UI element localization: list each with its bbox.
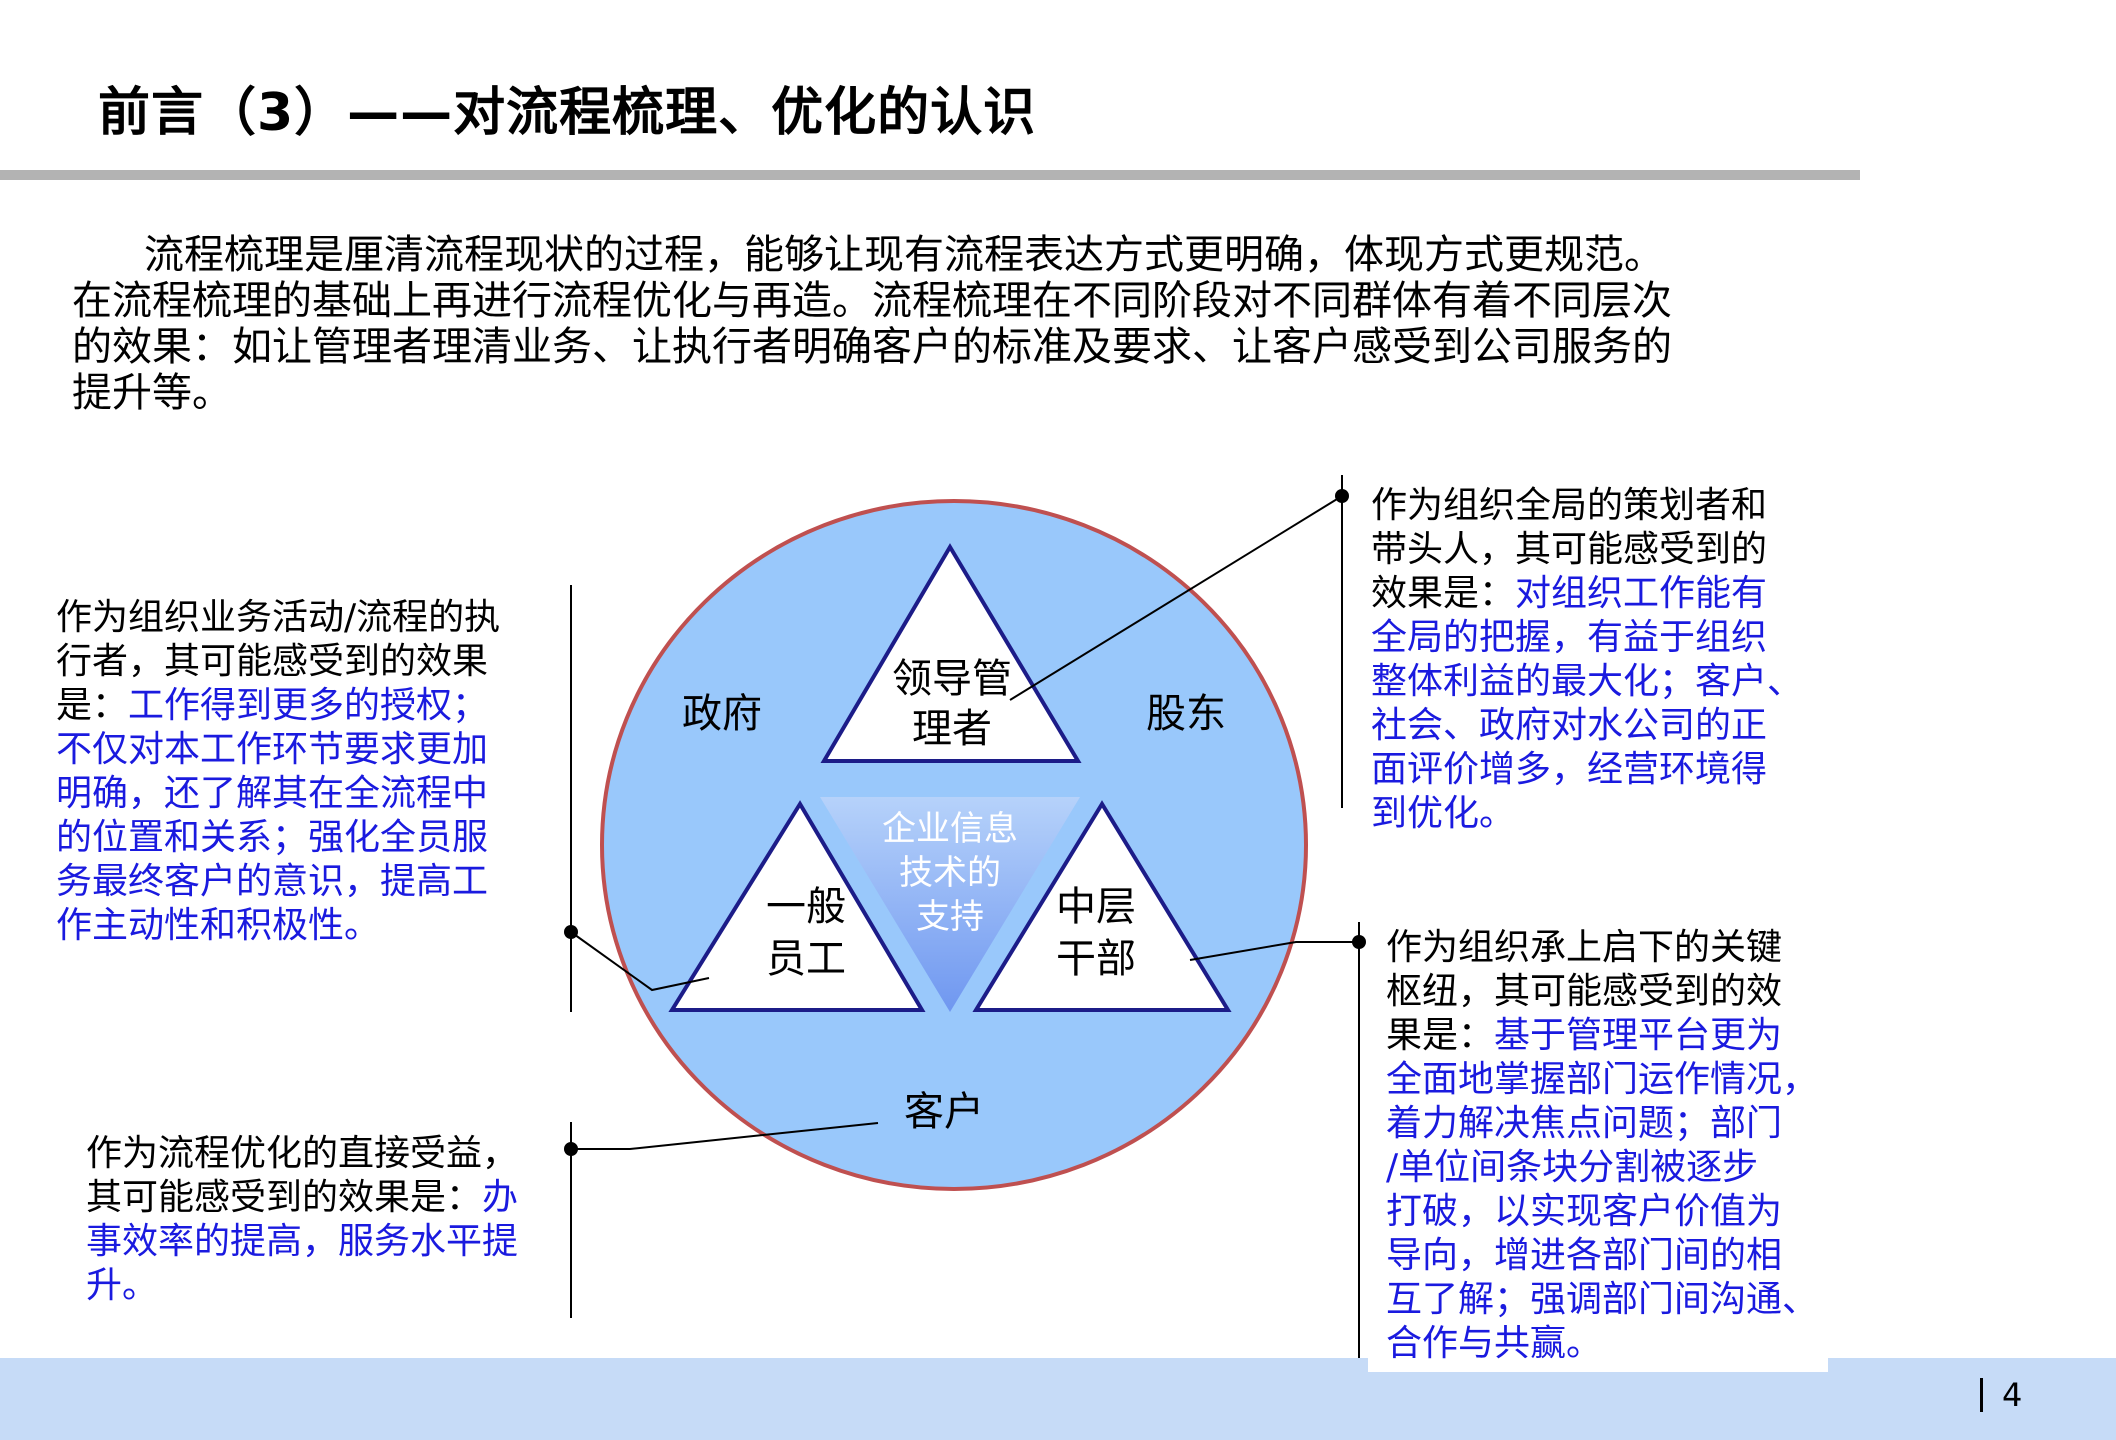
note-customer-line-4: 升。 (86, 1265, 159, 1306)
page-number: 4 (2002, 1376, 2023, 1414)
note-middle-line-3-hl: 基于管理平台更为 (1494, 1015, 1783, 1056)
intro-line-4: 提升等。 (72, 370, 232, 416)
note-leader-line-1: 作为组织全局的策划者和 (1371, 485, 1768, 526)
intro-paragraph: 流程梳理是厘清流程现状的过程，能够让现有流程表达方式更明确，体现方式更规范。 在… (72, 232, 1792, 416)
note-leader-line-4: 全局的把握，有益于组织 (1371, 617, 1768, 658)
note-middle-line-10: 合作与共赢。 (1386, 1323, 1603, 1364)
note-customer: 作为流程优化的直接受益， 其可能感受到的效果是：办 事效率的提高，服务水平提 升… (86, 1132, 518, 1308)
label-customers: 客户 (904, 1089, 984, 1135)
note-leader-line-3-hl: 对组织工作能有 (1515, 573, 1768, 614)
note-executor-line-2: 行者，其可能感受到的效果 (56, 641, 489, 682)
triangle-middle (972, 800, 1232, 1012)
note-middle-line-2: 枢纽，其可能感受到的效 (1386, 971, 1783, 1012)
connector-middle-dot (1352, 935, 1366, 949)
note-leader-line-5: 整体利益的最大化；客户、 (1371, 661, 1804, 702)
triangle-leaders (820, 543, 1082, 763)
note-customer-line-2-plain: 其可能感受到的效果是： (86, 1177, 483, 1218)
note-executor-line-7: 务最终客户的意识，提高工 (56, 861, 489, 902)
connector-customer-dot (564, 1142, 578, 1156)
page-number-separator (1980, 1378, 1983, 1412)
connector-staff (570, 931, 710, 992)
label-middle-1: 中层 (1056, 884, 1136, 930)
note-leader-line-8: 到优化。 (1371, 793, 1516, 834)
intro-line-3: 的效果：如让管理者理清业务、让执行者明确客户的标准及要求、让客户感受到公司服务的 (72, 324, 1672, 370)
connector-customer (571, 1122, 879, 1150)
label-center-1: 企业信息 (882, 809, 1018, 849)
title-divider (0, 170, 1860, 180)
note-customer-line-3: 事效率的提高，服务水平提 (86, 1221, 519, 1262)
note-leader-line-7: 面评价增多，经营环境得 (1371, 749, 1768, 790)
note-customer-line-2-hl: 办 (482, 1177, 519, 1218)
note-middle-line-3-plain: 果是： (1386, 1015, 1495, 1056)
page-title: 前言（3）——对流程梳理、优化的认识 (98, 83, 1037, 143)
note-leader-line-2: 带头人，其可能感受到的 (1371, 529, 1768, 570)
note-middle: 作为组织承上启下的关键 枢纽，其可能感受到的效 果是：基于管理平台更为 全面地掌… (1368, 926, 1829, 1372)
label-staff-1: 一般 (766, 884, 846, 930)
note-executor-line-4: 不仅对本工作环节要求更加 (56, 729, 489, 770)
note-executor-line-3-plain: 是： (56, 685, 129, 726)
note-middle-line-7: 打破，以实现客户价值为 (1386, 1191, 1783, 1232)
note-executor-line-8: 作主动性和积极性。 (56, 905, 381, 946)
label-staff-2: 员工 (766, 936, 846, 982)
note-executor-line-6: 的位置和关系；强化全员服 (56, 817, 489, 858)
note-middle-line-8: 导向，增进各部门间的相 (1386, 1235, 1783, 1276)
intro-line-1: 流程梳理是厘清流程现状的过程，能够让现有流程表达方式更明确，体现方式更规范。 (144, 232, 1664, 278)
note-executor-line-5: 明确，还了解其在全流程中 (56, 773, 489, 814)
note-leader-line-3-plain: 效果是： (1371, 573, 1516, 614)
note-executor-line-1: 作为组织业务活动/流程的执 (56, 597, 501, 638)
label-center-2: 技术的 (899, 853, 1001, 893)
note-middle-line-5: 着力解决焦点问题；部门 (1386, 1103, 1783, 1144)
connector-staff-dot (564, 925, 578, 939)
connector-middle (1189, 941, 1359, 961)
note-middle-line-9: 互了解；强调部门间沟通、 (1386, 1279, 1819, 1320)
center-triangle (820, 797, 1080, 1012)
note-middle-line-6: /单位间条块分割被逐步 (1386, 1147, 1759, 1188)
label-shareholders: 股东 (1146, 691, 1226, 737)
connector-leader (1009, 495, 1343, 701)
label-middle-2: 干部 (1056, 936, 1136, 982)
label-government: 政府 (682, 691, 762, 737)
note-executor-line-3-hl: 工作得到更多的授权； (128, 685, 489, 726)
note-executor: 作为组织业务活动/流程的执 行者，其可能感受到的效果 是：工作得到更多的授权； … (56, 596, 500, 948)
connector-leader-dot (1335, 489, 1349, 503)
note-leader-line-6: 社会、政府对水公司的正 (1371, 705, 1768, 746)
label-leaders-2: 理者 (912, 706, 992, 752)
note-middle-line-4: 全面地掌握部门运作情况， (1386, 1059, 1819, 1100)
label-center-3: 支持 (916, 897, 984, 937)
note-middle-line-1: 作为组织承上启下的关键 (1386, 927, 1783, 968)
note-leader: 作为组织全局的策划者和 带头人，其可能感受到的 效果是：对组织工作能有 全局的把… (1371, 484, 1803, 836)
label-leaders-1: 领导管 (892, 656, 1012, 702)
note-customer-line-1: 作为流程优化的直接受益， (86, 1133, 519, 1174)
triangle-staff (668, 800, 926, 1012)
intro-line-2: 在流程梳理的基础上再进行流程优化与再造。流程梳理在不同阶段对不同群体有着不同层次 (72, 278, 1672, 324)
